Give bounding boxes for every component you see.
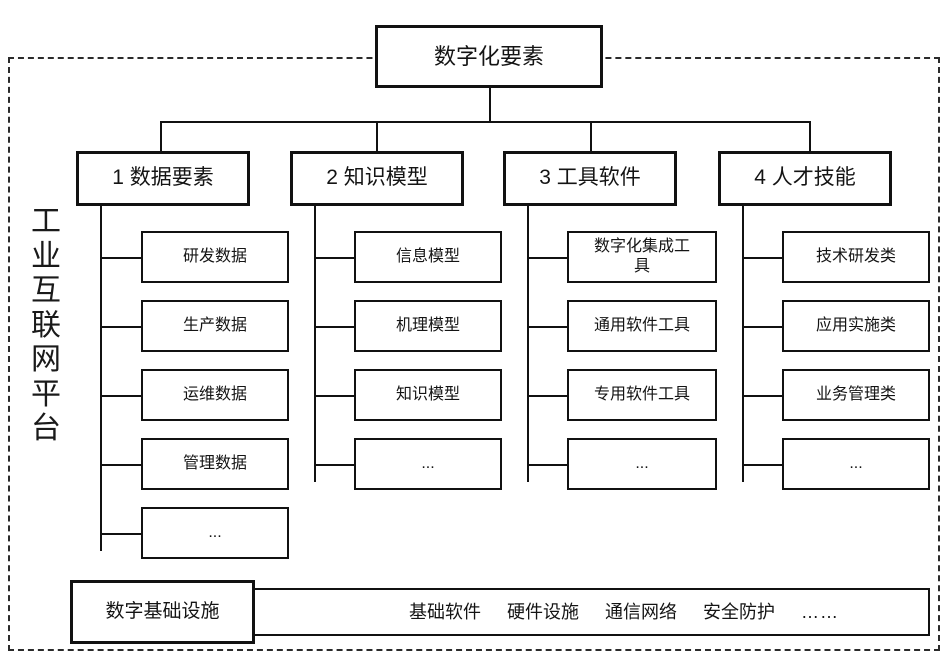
leaf-node-1-3[interactable]: 运维数据 [141,369,289,421]
category-node-knowledge-models[interactable]: 2 知识模型 [290,151,464,206]
category-node-data-elements[interactable]: 1 数据要素 [76,151,250,206]
stub-1-5 [100,533,142,535]
category-label-3: 3 工具软件 [539,166,641,190]
leaf-label-1-5: ... [208,524,222,541]
leaf-node-3-1[interactable]: 数字化集成工具 [567,231,717,283]
leaf-label-4-1: 技术研发类 [815,248,896,265]
trunk-category-1 [100,206,102,551]
stub-1-4 [100,464,142,466]
leaf-node-2-4[interactable]: ... [354,438,502,490]
stub-1-1 [100,257,142,259]
platform-label-char-5: 网 [31,343,61,376]
stub-3-1 [527,257,567,259]
platform-vertical-label: 工 业 互 联 网 平 台 [20,205,72,565]
category-node-tool-software[interactable]: 3 工具软件 [503,151,677,206]
connector-bus-to-cat-4 [809,121,811,151]
connector-bus-to-cat-2 [376,121,378,151]
leaf-node-1-1[interactable]: 研发数据 [141,231,289,283]
platform-label-char-2: 业 [31,239,61,273]
stub-4-3 [742,395,782,397]
connector-bus-to-cat-1 [160,121,162,151]
root-node-digital-elements[interactable]: 数字化要素 [375,25,603,88]
stub-4-4 [742,464,782,466]
category-label-2: 2 知识模型 [326,166,428,190]
category-node-talent-skills[interactable]: 4 人才技能 [718,151,892,206]
stub-3-3 [527,395,567,397]
platform-label-char-4: 联 [31,308,61,342]
leaf-node-3-4[interactable]: ... [567,438,717,490]
leaf-node-1-4[interactable]: 管理数据 [141,438,289,490]
leaf-node-4-2[interactable]: 应用实施类 [782,300,930,352]
leaf-label-1-4: 管理数据 [182,455,247,472]
leaf-node-1-2[interactable]: 生产数据 [141,300,289,352]
infrastructure-label: 数字基础设施 [105,601,220,623]
trunk-category-3 [527,206,529,482]
connector-category-bus [160,121,810,123]
leaf-node-4-4[interactable]: ... [782,438,930,490]
trunk-category-4 [742,206,744,482]
infrastructure-label-box[interactable]: 数字基础设施 [70,580,255,644]
leaf-node-3-2[interactable]: 通用软件工具 [567,300,717,352]
leaf-node-4-1[interactable]: 技术研发类 [782,231,930,283]
leaf-label-2-4: ... [421,455,435,472]
platform-label-char-3: 互 [31,274,61,307]
stub-2-2 [314,326,354,328]
leaf-label-4-3: 业务管理类 [815,386,896,403]
infrastructure-bar[interactable]: 基础软件 硬件设施 通信网络 安全防护 …… [243,588,930,636]
leaf-label-1-2: 生产数据 [182,317,247,334]
leaf-label-2-1: 信息模型 [395,248,460,265]
connector-root-drop [489,88,491,122]
leaf-label-2-3: 知识模型 [395,386,460,403]
leaf-label-3-2: 通用软件工具 [593,317,690,334]
infrastructure-item-4[interactable]: 安全防护 [703,601,775,622]
leaf-label-4-2: 应用实施类 [815,317,896,334]
leaf-node-2-3[interactable]: 知识模型 [354,369,502,421]
leaf-label-2-2: 机理模型 [395,317,460,334]
stub-3-2 [527,326,567,328]
infrastructure-item-1[interactable]: 基础软件 [409,601,481,622]
stub-4-2 [742,326,782,328]
leaf-node-4-3[interactable]: 业务管理类 [782,369,930,421]
leaf-node-1-5[interactable]: ... [141,507,289,559]
leaf-label-3-3: 专用软件工具 [593,386,690,403]
stub-2-1 [314,257,354,259]
infrastructure-item-list: 基础软件 硬件设施 通信网络 安全防护 …… [409,601,839,624]
stub-4-1 [742,257,782,259]
stub-2-3 [314,395,354,397]
stub-3-4 [527,464,567,466]
category-label-4: 4 人才技能 [754,166,856,190]
platform-dashed-frame [8,57,940,651]
root-node-label: 数字化要素 [433,43,544,69]
leaf-node-3-3[interactable]: 专用软件工具 [567,369,717,421]
platform-label-char-6: 平 [31,377,61,411]
trunk-category-2 [314,206,316,482]
stub-2-4 [314,464,354,466]
leaf-label-4-4: ... [849,455,863,472]
infrastructure-item-more[interactable]: …… [801,601,839,622]
connector-bus-to-cat-3 [590,121,592,151]
leaf-label-1-3: 运维数据 [182,386,247,403]
leaf-label-1-1: 研发数据 [182,248,247,265]
infrastructure-item-3[interactable]: 通信网络 [605,601,677,622]
platform-label-char-1: 工 [31,205,61,238]
leaf-node-2-1[interactable]: 信息模型 [354,231,502,283]
stub-1-2 [100,326,142,328]
infrastructure-item-2[interactable]: 硬件设施 [507,601,579,622]
leaf-label-3-4: ... [635,455,649,472]
stub-1-3 [100,395,142,397]
category-label-1: 1 数据要素 [112,166,214,190]
leaf-label-3-1: 数字化集成工具 [593,238,690,275]
platform-label-char-7: 台 [31,412,61,445]
leaf-node-2-2[interactable]: 机理模型 [354,300,502,352]
